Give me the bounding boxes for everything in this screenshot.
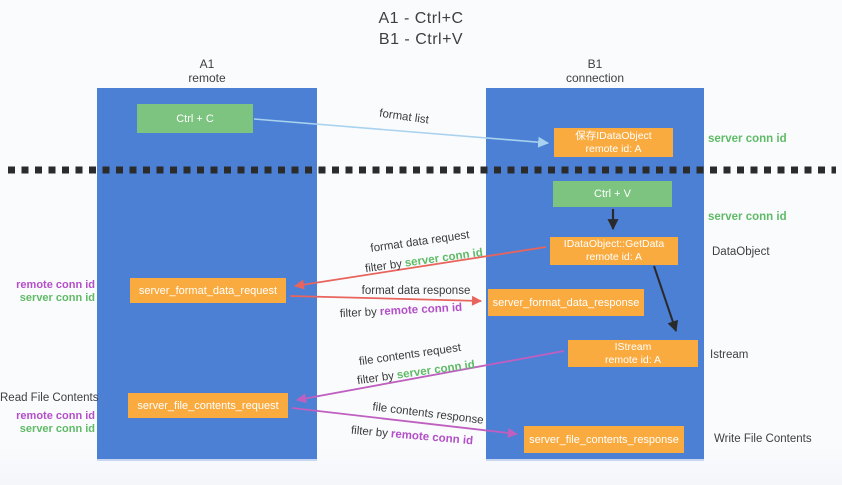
- box-ctrl-v-label: Ctrl + V: [594, 188, 631, 200]
- box-ctrl-v: Ctrl + V: [553, 181, 672, 207]
- box-server-format-data-request: server_format_data_request: [130, 278, 286, 303]
- read-file-contents-group: Read File Contents remote conn id server…: [0, 392, 99, 436]
- server-conn-id-text: server conn id: [404, 246, 484, 270]
- box-save-idataobject-line2: remote id: A: [585, 142, 642, 155]
- label-write-file-contents: Write File Contents: [714, 433, 812, 445]
- label-remote-conn-id-mid: remote conn id: [16, 279, 95, 291]
- box-getdata-line2: remote id: A: [585, 251, 643, 263]
- lane-left-subtitle: remote: [188, 71, 226, 85]
- lane-right-header: B1 connection: [535, 57, 655, 85]
- box-istream-line1: IStream: [614, 340, 652, 353]
- box-save-idataobject: 保存IDataObject remote id: A: [554, 128, 673, 157]
- label-dataobject: DataObject: [712, 246, 770, 258]
- title-line-a1: A1 - Ctrl+C: [378, 10, 464, 27]
- lane-left-header: A1 remote: [147, 57, 267, 85]
- label-istream: Istream: [710, 349, 749, 361]
- label-remote-conn-id-bottom: remote conn id: [16, 410, 95, 422]
- label-server-conn-id-left-bottom: server conn id: [19, 423, 95, 435]
- box-istream: IStream remote id: A: [568, 340, 698, 367]
- box-server-format-data-response: server_format_data_response: [488, 289, 644, 316]
- box-file-response-label: server_file_contents_response: [529, 433, 679, 446]
- filter-by-text: filter by: [356, 370, 395, 388]
- lane-right-subtitle: connection: [565, 71, 625, 85]
- label-file-contents-response: file contents response: [371, 401, 485, 427]
- server-conn-id-text: server conn id: [396, 358, 476, 382]
- label-format-data-response: format data response: [361, 285, 471, 297]
- filter-by-text: filter by: [364, 258, 403, 276]
- box-save-idataobject-line1: 保存IDataObject: [575, 129, 652, 142]
- box-getdata-line1: IDataObject::GetData: [563, 238, 665, 250]
- box-istream-line2: remote id: A: [604, 353, 662, 366]
- box-ctrl-c-label: Ctrl + C: [176, 112, 214, 125]
- title-line-b1: B1 - Ctrl+V: [378, 31, 464, 48]
- box-server-file-contents-request: server_file_contents_request: [128, 393, 288, 418]
- box-ctrl-c: Ctrl + C: [137, 104, 253, 133]
- label-server-conn-id-left-mid: server conn id: [19, 292, 95, 304]
- box-format-request-label: server_format_data_request: [138, 284, 278, 297]
- box-format-response-label: server_format_data_response: [492, 296, 640, 309]
- box-idataobject-getdata: IDataObject::GetData remote id: A: [550, 237, 678, 265]
- box-file-request-label: server_file_contents_request: [137, 399, 279, 412]
- label-server-conn-id-mid: server conn id: [708, 211, 787, 223]
- remote-conn-id-text: remote conn id: [390, 428, 474, 448]
- filter-by-text: filter by: [350, 424, 389, 440]
- remote-conn-id-text: remote conn id: [379, 301, 463, 319]
- box-server-file-contents-response: server_file_contents_response: [524, 426, 684, 453]
- label-read-file-contents: Read File Contents: [0, 392, 99, 404]
- filter-by-text: filter by: [339, 306, 378, 321]
- label-format-list: format list: [378, 107, 430, 127]
- diagram-title: A1 - Ctrl+C B1 - Ctrl+V: [0, 8, 842, 50]
- lane-left-title: A1: [199, 57, 215, 71]
- left-conn-id-group: remote conn id server conn id: [0, 279, 95, 305]
- lane-right-title: B1: [587, 57, 603, 71]
- label-server-conn-id-top: server conn id: [708, 133, 787, 145]
